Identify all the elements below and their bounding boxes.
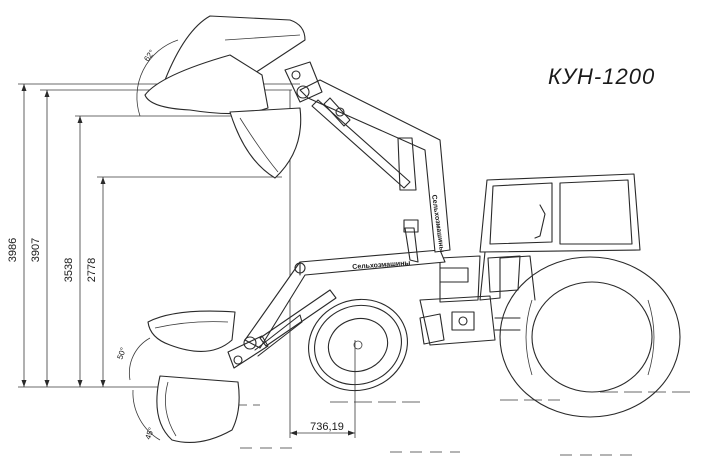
model-title: КУН-1200 — [548, 64, 655, 89]
rear-rim — [531, 281, 653, 393]
front-hub — [353, 340, 363, 350]
lower-bucket-curled-lip — [154, 321, 229, 329]
tractor-hood — [419, 255, 521, 346]
angle-label-62: 62° — [142, 48, 156, 63]
front-mount-plate — [419, 313, 445, 345]
lower-bucket-pivot — [243, 336, 257, 350]
lower-boom — [244, 249, 446, 349]
ground-line — [205, 391, 690, 456]
height-label-3907: 3907 — [30, 238, 42, 262]
cab-seat-lever — [534, 204, 546, 239]
lower-bucket-down-edge — [164, 381, 177, 437]
hood-grille — [439, 267, 469, 283]
height-dimensions: 3986 3907 3538 2778 — [7, 83, 300, 388]
upper-boom — [299, 79, 451, 253]
upper-tilt-pivot — [335, 107, 345, 117]
lower-boom-pivot — [294, 262, 306, 274]
angle-arc-45 — [132, 389, 161, 441]
upper-tilt-cylinder — [323, 97, 351, 127]
upper-bucket-level — [229, 107, 302, 179]
ground-dashes — [205, 391, 690, 406]
reach-label: 736,19 — [310, 421, 344, 433]
hydraulic-fitting — [458, 316, 468, 326]
lower-post-head — [403, 219, 419, 233]
reach-arrows — [290, 430, 355, 436]
lower-post — [404, 227, 419, 263]
front-tire-inner — [314, 304, 402, 386]
upper-quick-coupler — [284, 61, 323, 103]
upper-link-pivot — [291, 70, 301, 80]
angle-arc-62 — [136, 39, 179, 117]
lower-boom-label: Сельхозмашины — [352, 260, 411, 271]
height-label-2778: 2778 — [86, 258, 98, 282]
cab-body — [479, 173, 641, 253]
rear-tread — [525, 299, 655, 376]
lower-quick-coupler — [227, 335, 269, 369]
front-tire-outer — [308, 298, 408, 392]
upper-bucket-level-edge — [239, 117, 279, 173]
lower-link-pivot — [233, 355, 243, 365]
tractor-cab — [479, 173, 641, 301]
angle-label-50: 50° — [115, 346, 128, 360]
loader-raised: Сельхозмашины 62° — [136, 15, 451, 253]
lower-tilt-rod — [254, 314, 303, 357]
lower-bucket-curled — [147, 310, 236, 352]
angle-label-45: 45° — [143, 426, 156, 440]
ground-dashes-lower — [240, 447, 640, 456]
frame-rails — [494, 317, 521, 331]
upper-boom-cylinder — [311, 99, 411, 189]
hydraulic-block — [451, 311, 475, 331]
height-label-3986: 3986 — [7, 238, 19, 262]
cab-door-window — [487, 255, 521, 293]
cab-lower-frame — [479, 251, 536, 301]
cab-front-window — [489, 182, 553, 245]
front-rim — [327, 317, 389, 373]
cab-side-window — [559, 179, 633, 245]
rear-tire-outer — [499, 256, 681, 418]
tractor — [308, 173, 681, 418]
rear-wheel — [499, 256, 681, 418]
upper-bucket-pivot — [296, 85, 310, 99]
hood-front — [439, 255, 481, 303]
frame-block — [419, 295, 496, 346]
height-label-3538: 3538 — [63, 258, 75, 282]
angle-arc-50 — [129, 337, 151, 381]
lower-bucket-down — [156, 375, 240, 443]
upper-boom-bracket — [397, 137, 417, 191]
loader-lowered: Сельхозмашины 50° 45° — [115, 219, 446, 443]
upper-bucket-dumped-rim — [224, 34, 301, 41]
front-wheel — [308, 298, 408, 392]
